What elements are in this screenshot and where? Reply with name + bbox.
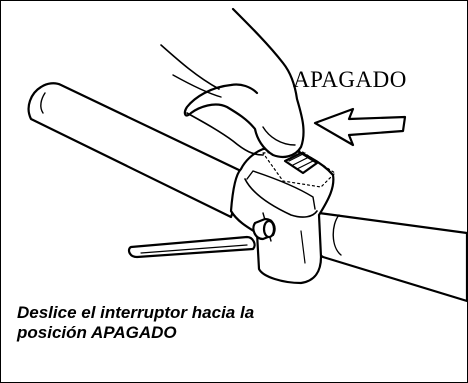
main-shaft bbox=[310, 211, 467, 303]
throttle-housing bbox=[229, 145, 335, 285]
figure-caption: Deslice el interruptor hacia la posición… bbox=[17, 303, 337, 343]
side-button bbox=[252, 217, 276, 241]
apagado-label: APAGADO bbox=[293, 67, 407, 92]
hand-icon bbox=[160, 7, 305, 158]
arrow-left-icon bbox=[313, 107, 407, 147]
caption-line-1: Deslice el interruptor hacia la bbox=[17, 303, 255, 322]
caption-line-2: posición APAGADO bbox=[17, 323, 177, 342]
throttle-lever bbox=[127, 235, 256, 259]
